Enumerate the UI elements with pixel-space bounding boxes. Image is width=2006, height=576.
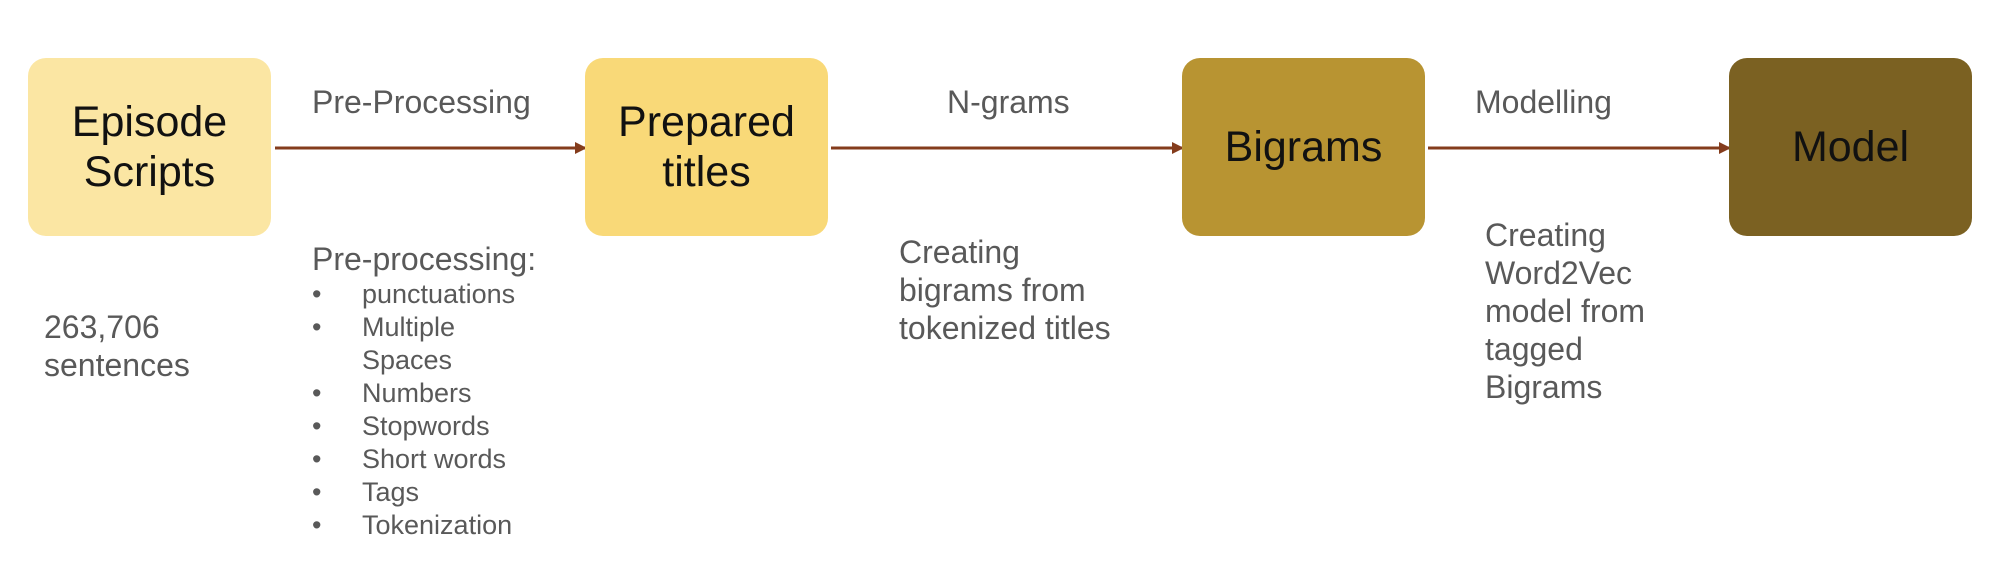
edge-label-preprocessing: Pre-Processing [312, 84, 531, 120]
edge-label-ngrams: N-grams [947, 84, 1070, 120]
node-episode-scripts: Episode Scripts [28, 58, 271, 236]
node-episode-scripts-line2: Scripts [83, 148, 216, 196]
note-word2vec-line1: Creating [1485, 217, 1606, 253]
node-prepared-titles-line2: titles [662, 148, 751, 196]
node-prepared-titles: Prepared titles [585, 58, 828, 236]
note-bigrams-line3: tokenized titles [899, 310, 1111, 346]
node-model-label: Model [1791, 123, 1910, 171]
list-item-text: Tokenization [362, 510, 513, 540]
note-sentences: 263,706 sentences [44, 308, 190, 384]
list-item: Tokenization [312, 509, 515, 542]
list-item: Short words [312, 443, 515, 476]
note-sentences-line2: sentences [44, 347, 190, 383]
list-item-text: Short words [362, 444, 507, 474]
list-item-text: Multiple [362, 312, 456, 342]
node-model: Model [1729, 58, 1972, 236]
list-item-text: Tags [362, 477, 420, 507]
note-bigrams-line2: bigrams from [899, 272, 1086, 308]
note-bigrams-line1: Creating [899, 234, 1020, 270]
list-item-text: Spaces [362, 345, 453, 375]
note-word2vec-line2: Word2Vec [1485, 255, 1633, 291]
list-item-text: punctuations [362, 279, 516, 309]
note-preprocessing-title: Pre-processing: [312, 241, 537, 277]
list-item: Tags [312, 476, 515, 509]
note-word2vec-line4: tagged [1485, 331, 1583, 367]
node-episode-scripts-line1: Episode [71, 98, 228, 146]
node-prepared-titles-line1: Prepared [618, 98, 795, 146]
list-item: punctuations [312, 278, 515, 311]
node-bigrams-label: Bigrams [1224, 123, 1383, 171]
note-word2vec: Creating Word2Vec model from tagged Bigr… [1485, 216, 1645, 406]
note-word2vec-line3: model from [1485, 293, 1646, 329]
note-bigrams: Creating bigrams from tokenized titles [899, 233, 1111, 347]
note-sentences-line1: 263,706 [44, 309, 160, 345]
edge-label-modelling: Modelling [1475, 84, 1612, 120]
list-item: Numbers [312, 377, 515, 410]
list-item-text: Numbers [362, 378, 472, 408]
list-item-text: Stopwords [362, 411, 490, 441]
note-word2vec-line5: Bigrams [1485, 369, 1603, 405]
node-bigrams: Bigrams [1182, 58, 1425, 236]
list-item: Stopwords [312, 410, 515, 443]
